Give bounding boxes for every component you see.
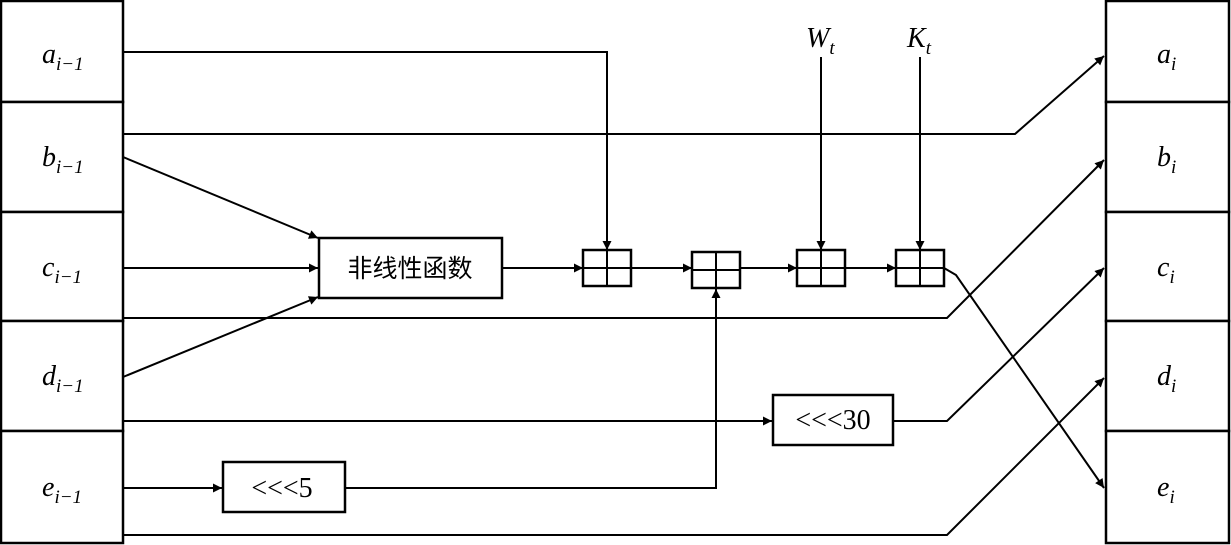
register-e-prev-label: ei−1 — [42, 472, 82, 508]
input-k-label: Kt — [906, 23, 932, 59]
wire-rotate30-to-c-next — [893, 267, 1105, 422]
register-d-prev-label: di−1 — [42, 361, 84, 397]
register-a-next — [1104, 0, 1231, 104]
register-b-next-label: bi — [1157, 142, 1176, 178]
register-a-next-label: ai — [1157, 39, 1176, 75]
adder-2 — [690, 250, 742, 290]
rotate-30-label: <<<30 — [795, 405, 870, 436]
wire-c-to-b-next — [123, 159, 1105, 319]
register-b-prev-label: bi−1 — [42, 142, 84, 178]
wire-adder4-to-e-next — [943, 267, 1105, 489]
wire-a-to-adder1 — [123, 51, 612, 250]
register-e-next — [1104, 429, 1231, 545]
wire-b-to-a-next — [123, 55, 1105, 135]
rotate-30-box — [771, 393, 895, 447]
register-d-prev — [0, 319, 125, 433]
register-c-next-label: ci — [1157, 252, 1175, 288]
register-b-prev — [0, 100, 125, 214]
wire-e-to-d-next — [123, 377, 1105, 536]
left-register-column: ai−1 bi−1 ci−1 di−1 ei−1 — [0, 0, 125, 545]
register-e-next-label: ei — [1157, 472, 1175, 508]
register-b-next — [1104, 100, 1231, 214]
right-register-column: ai bi ci di ei — [1104, 0, 1231, 545]
register-a-prev — [0, 0, 125, 104]
wire-rotate5-to-adder2 — [345, 289, 721, 489]
register-d-next-label: di — [1157, 361, 1176, 397]
wires — [122, 51, 1105, 536]
wire-b-to-function — [122, 156, 319, 239]
adder-1 — [581, 248, 633, 288]
nonlinear-function-box — [317, 236, 504, 300]
nonlinear-function-label: 非线性函数 — [347, 254, 472, 283]
adder-3 — [795, 248, 847, 288]
register-c-prev-label: ci−1 — [42, 252, 82, 288]
wire-d-to-function — [122, 296, 319, 378]
register-c-prev — [0, 210, 125, 323]
adder-4 — [894, 248, 946, 288]
rotate-5-label: <<<5 — [251, 473, 312, 504]
register-d-next — [1104, 319, 1231, 433]
input-w-label: Wt — [806, 23, 835, 59]
register-a-prev-label: ai−1 — [42, 39, 84, 75]
